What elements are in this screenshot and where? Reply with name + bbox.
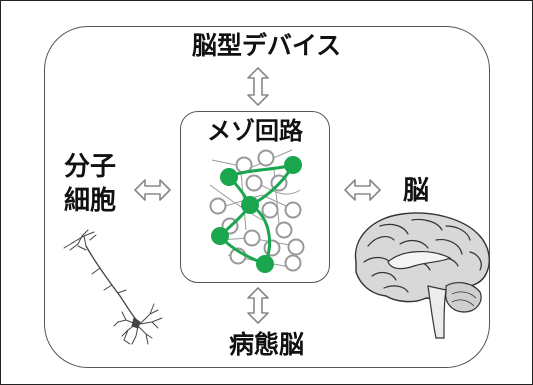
outer-panel [44, 26, 490, 368]
double-arrow-left-icon [134, 179, 171, 201]
double-arrow-bottom-icon [247, 287, 269, 324]
double-arrow-top-icon [247, 67, 269, 106]
label-mesocircuit: メゾ回路 [207, 117, 303, 145]
double-arrow-right-icon [344, 179, 381, 201]
network-graph [209, 149, 305, 273]
neuron-illustration [63, 229, 163, 345]
label-pathological-brain: 病態脳 [228, 330, 304, 359]
label-brain: 脳 [403, 176, 430, 206]
label-molecule-cell: 分子 細胞 [64, 150, 134, 218]
brain-illustration [354, 212, 490, 339]
network-active-nodes [211, 156, 302, 273]
label-brain-inspired-device: 脳型デバイス [191, 31, 342, 60]
label-cell: 細胞 [64, 186, 117, 216]
label-molecule: 分子 [64, 152, 117, 182]
network-hollow-nodes [209, 149, 305, 272]
